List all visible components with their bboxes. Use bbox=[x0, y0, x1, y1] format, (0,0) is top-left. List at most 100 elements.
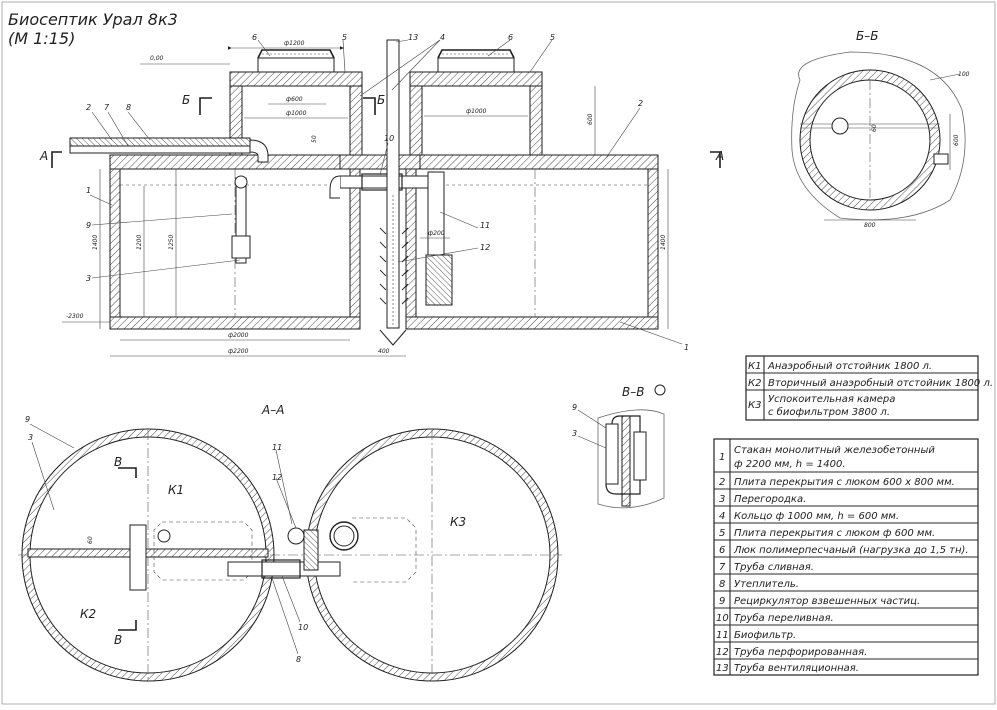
parts-text-12: Труба перфорированная. bbox=[734, 646, 867, 658]
chamber-table-code-1: К1 bbox=[748, 361, 761, 372]
left-tank-inner-wall bbox=[349, 168, 361, 328]
callout-13: 13 bbox=[408, 33, 418, 42]
dim-d200: ф200 bbox=[428, 230, 445, 237]
drawing-scale: (М 1:15) bbox=[8, 29, 75, 48]
parts-n-8: 8 bbox=[719, 579, 725, 590]
dim-400: 400 bbox=[378, 348, 390, 355]
callout-2b: 2 bbox=[638, 99, 643, 108]
vv-title: В–В bbox=[622, 385, 644, 399]
dim-d1200: ф1200 bbox=[284, 40, 305, 47]
insulation bbox=[69, 137, 251, 147]
parts-text-2: Плита перекрытия с люком 600 х 800 мм. bbox=[734, 477, 955, 488]
chamber-table-text-1: Анаэробный отстойник 1800 л. bbox=[767, 360, 932, 372]
dim-1250: 1250 bbox=[168, 235, 175, 250]
callout-3c: 3 bbox=[572, 429, 577, 438]
parts-text-11: Биофильтр. bbox=[734, 630, 796, 641]
dim-d2200: ф2200 bbox=[228, 348, 249, 355]
chamber-table-code-2: К2 bbox=[748, 378, 761, 389]
drawing-title: Биосептик Урал 8к3 bbox=[8, 10, 178, 29]
parts-text-8: Утеплитель. bbox=[734, 579, 799, 590]
top-slab-right bbox=[395, 154, 659, 170]
callout-8b: 8 bbox=[296, 655, 301, 664]
section-vv: В–В 9 3 bbox=[572, 384, 666, 509]
callout-3: 3 bbox=[86, 274, 91, 283]
callout-8: 8 bbox=[126, 103, 131, 112]
dim-1400-right: 1400 bbox=[660, 235, 667, 250]
plan-overflow-pipe bbox=[227, 561, 341, 577]
hatch-cover-left bbox=[257, 57, 335, 73]
inlet-pipe bbox=[69, 145, 251, 154]
aa-dim-60: 60 bbox=[87, 536, 94, 544]
callout-11b: 11 bbox=[272, 443, 282, 452]
dim-1200: 1200 bbox=[136, 235, 143, 250]
parts-n-12: 12 bbox=[716, 647, 729, 658]
cut-v-top: В bbox=[114, 455, 122, 469]
dim-d1000-right: ф1000 bbox=[466, 108, 487, 115]
callout-1a: 1 bbox=[86, 186, 91, 195]
chamber-table: К1 Анаэробный отстойник 1800 л. К2 Втори… bbox=[745, 355, 993, 421]
callout-12b: 12 bbox=[272, 473, 282, 482]
parts-text-4: Кольцо ф 1000 мм, h = 600 мм. bbox=[734, 511, 899, 522]
plan-partition bbox=[27, 548, 269, 558]
chamber-k3: К3 bbox=[450, 515, 466, 529]
section-bb: Б–Б 800 600 100 60 bbox=[791, 29, 970, 229]
callout-9: 9 bbox=[86, 221, 91, 230]
callout-10b: 10 bbox=[298, 623, 308, 632]
right-tank-inner-wall bbox=[405, 168, 417, 328]
callout-6b: 6 bbox=[508, 33, 513, 42]
parts-text-10: Труба переливная. bbox=[734, 612, 834, 624]
plan-recirculator bbox=[129, 524, 147, 591]
parts-n-7: 7 bbox=[719, 562, 726, 573]
callout-2a: 2 bbox=[86, 103, 91, 112]
callout-3b: 3 bbox=[28, 433, 33, 442]
bb-dim-600: 600 bbox=[953, 134, 960, 146]
level-minus-2300: -2300 bbox=[66, 313, 84, 320]
bb-dim-100: 100 bbox=[958, 71, 970, 78]
parts-text-13: Труба вентиляционная. bbox=[734, 662, 859, 674]
cut-b-left: Б bbox=[182, 93, 190, 107]
callout-10a: 10 bbox=[384, 134, 394, 143]
chamber-table-text-3: Успокоительная камера bbox=[768, 394, 895, 405]
parts-n-10: 10 bbox=[716, 613, 729, 624]
parts-text-6: Люк полимерпесчаный (нагрузка до 1,5 тн)… bbox=[733, 545, 969, 556]
parts-n-4: 4 bbox=[719, 511, 725, 522]
chamber-table-code-3: К3 bbox=[748, 400, 761, 411]
vv-partition bbox=[621, 415, 631, 507]
chamber-k1: К1 bbox=[168, 483, 184, 497]
dim-d600: ф600 bbox=[286, 96, 303, 103]
parts-n-1: 1 bbox=[719, 452, 725, 463]
top-slab-left bbox=[109, 154, 359, 170]
ring-right-cover bbox=[409, 71, 543, 87]
right-tank-bottom bbox=[405, 316, 659, 330]
elevation-section: А А Б Б ф1200 ф600 ф1000 ф1000 ф2000 ф22… bbox=[39, 33, 724, 357]
chamber-table-text-3b: с биофильтром 3800 л. bbox=[768, 406, 890, 418]
callout-6a: 6 bbox=[252, 33, 257, 42]
callout-9c: 9 bbox=[572, 403, 577, 412]
biofilter bbox=[425, 254, 453, 306]
parts-text-1: Стакан монолитный железобетонный bbox=[734, 444, 935, 456]
bb-title: Б–Б bbox=[856, 29, 878, 43]
dim-50: 50 bbox=[311, 135, 318, 143]
dim-d2000: ф2000 bbox=[228, 332, 249, 339]
bb-dim-60: 60 bbox=[871, 124, 878, 132]
cut-v-bottom: В bbox=[114, 633, 122, 647]
callout-12a: 12 bbox=[480, 243, 490, 252]
callout-9b: 9 bbox=[25, 415, 30, 424]
dim-d1000-left: ф1000 bbox=[286, 110, 307, 117]
callout-4: 4 bbox=[440, 33, 445, 42]
parts-table: 1 Стакан монолитный железобетонный ф 220… bbox=[713, 438, 979, 676]
plan-aa: А–А К1 К2 К3 В В 60 bbox=[18, 403, 562, 682]
ring-left-cover bbox=[229, 71, 363, 87]
chamber-k2: К2 bbox=[80, 607, 96, 621]
vent-pipe bbox=[386, 39, 400, 329]
callout-1b: 1 bbox=[684, 343, 689, 352]
top-slab-middle bbox=[339, 154, 421, 170]
parts-n-6: 6 bbox=[719, 545, 725, 556]
hatch-cover-right bbox=[437, 57, 515, 73]
left-tank-bottom bbox=[109, 316, 361, 330]
parts-n-3: 3 bbox=[719, 494, 725, 505]
parts-text-3: Перегородка. bbox=[734, 494, 806, 505]
